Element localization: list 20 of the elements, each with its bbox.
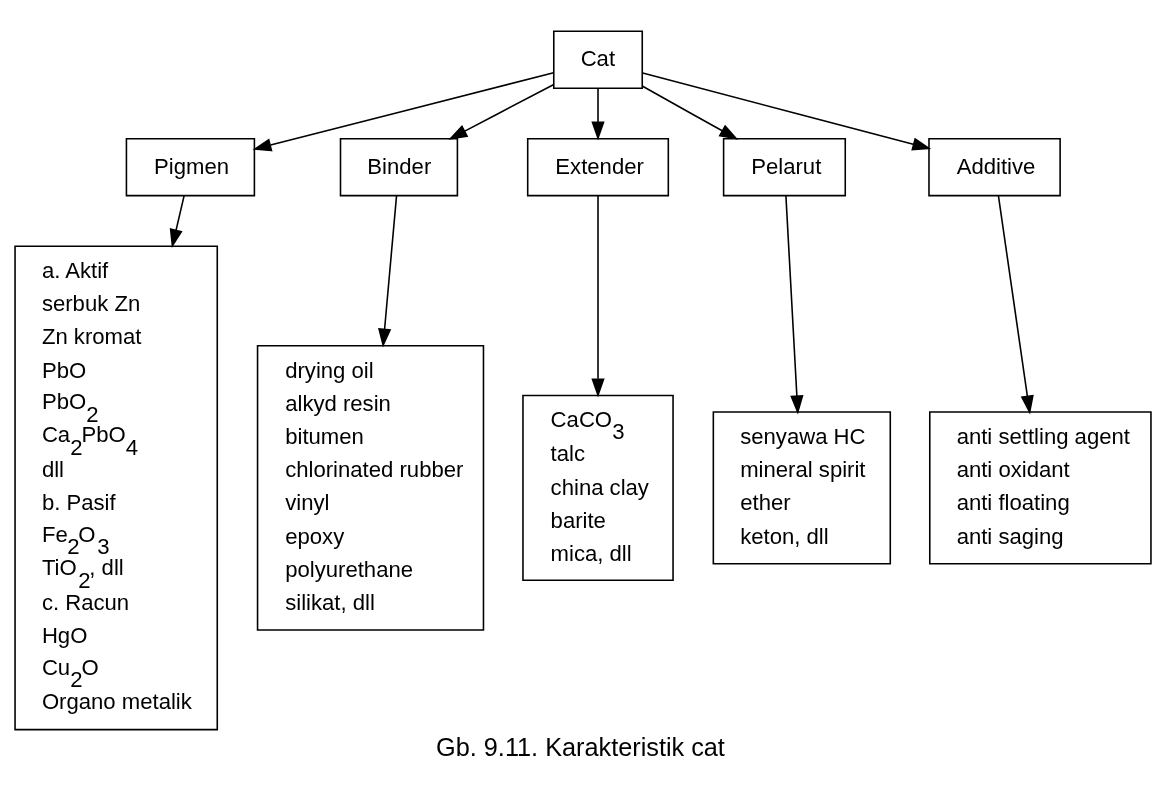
node-box: senyawa HC mineral spirit ether keton, dll [712, 411, 892, 565]
arrow [997, 195, 1034, 415]
arrow [169, 195, 185, 249]
node-box: drying oil alkyd resin bitumen chlorinated rubber vinyl epoxy polyurethane silikat, dll [256, 344, 485, 631]
arrow [252, 71, 555, 152]
node-box: Binder [339, 137, 459, 197]
node-box: Pelarut [722, 137, 847, 197]
arrow [785, 195, 804, 415]
arrow [641, 72, 932, 151]
arrow [378, 195, 398, 348]
arrow [591, 87, 605, 141]
node-box: anti settling agent anti oxidant anti floating anti saging [929, 411, 1152, 565]
caption: Gb. 9.11. Karakteristik cat [436, 733, 725, 762]
arrow [641, 85, 739, 140]
node-box: Pigmen [125, 137, 256, 197]
arrow [591, 195, 605, 398]
node-box: Additive [928, 137, 1061, 197]
arrow [448, 83, 555, 140]
node-box: Cat [553, 30, 644, 89]
node-box: Extender [526, 137, 670, 197]
